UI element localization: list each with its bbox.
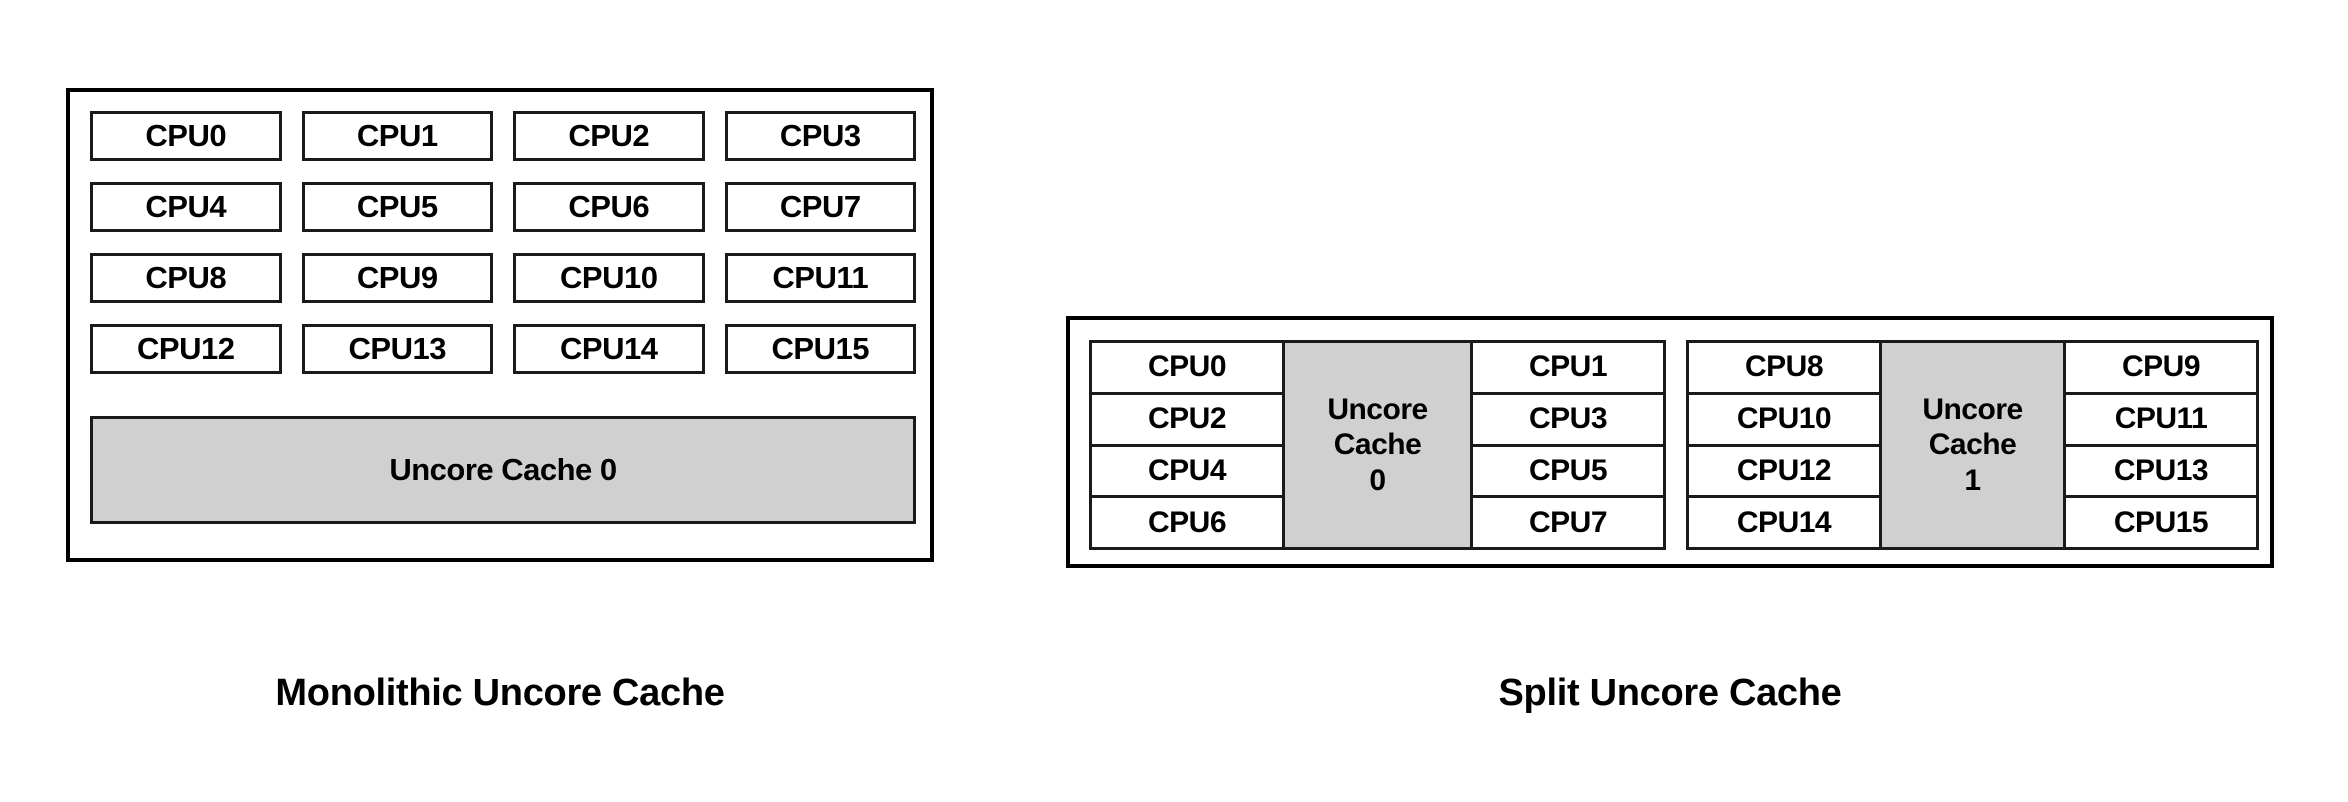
cache-label-line: Uncore <box>1922 392 2023 426</box>
cpu-box: CPU12 <box>1686 443 1882 499</box>
cpu-box: CPU4 <box>1089 443 1285 499</box>
cpu-box: CPU13 <box>2063 443 2259 499</box>
cpu-box: CPU14 <box>1686 495 1882 550</box>
cpu-box: CPU11 <box>724 253 916 303</box>
cpu-box: CPU11 <box>2063 391 2259 447</box>
cpu-column-right: CPU9 CPU11 CPU13 CPU15 <box>2063 340 2259 550</box>
cpu-box: CPU4 <box>90 182 282 232</box>
cpu-column-left: CPU0 CPU2 CPU4 CPU6 <box>1089 340 1285 550</box>
cpu-box: CPU0 <box>90 111 282 161</box>
cpu-box: CPU6 <box>1089 495 1285 550</box>
cpu-box: CPU10 <box>1686 391 1882 447</box>
cpu-box: CPU2 <box>1089 391 1285 447</box>
monolithic-cpu-grid: CPU0 CPU1 CPU2 CPU3 CPU4 CPU5 CPU6 CPU7 … <box>90 111 916 395</box>
cpu-box: CPU5 <box>1470 443 1666 499</box>
cache-label-line: 0 <box>1369 463 1386 497</box>
cpu-box: CPU1 <box>1470 340 1666 395</box>
cpu-box: CPU0 <box>1089 340 1285 395</box>
cpu-box: CPU9 <box>301 253 493 303</box>
cpu-box: CPU3 <box>1470 391 1666 447</box>
cpu-box: CPU9 <box>2063 340 2259 395</box>
uncore-cache-box: Uncore Cache 0 <box>90 416 916 524</box>
cache-label-line: Cache <box>1333 428 1422 462</box>
cache-label-line: Uncore <box>1327 392 1428 426</box>
monolithic-uncore-panel: CPU0 CPU1 CPU2 CPU3 CPU4 CPU5 CPU6 CPU7 … <box>66 88 934 562</box>
cpu-box: CPU1 <box>301 111 493 161</box>
cpu-column-left: CPU8 CPU10 CPU12 CPU14 <box>1686 340 1882 550</box>
cpu-column-right: CPU1 CPU3 CPU5 CPU7 <box>1470 340 1666 550</box>
cpu-box: CPU10 <box>513 253 705 303</box>
split-uncore-panel: CPU0 CPU2 CPU4 CPU6 Uncore Cache 0 CPU1 … <box>1066 316 2274 568</box>
split-caption: Split Uncore Cache <box>1498 672 1842 714</box>
cpu-box: CPU8 <box>1686 340 1882 395</box>
cache-label-line: 1 <box>1964 463 1981 497</box>
cpu-box: CPU13 <box>301 324 493 374</box>
cpu-box: CPU2 <box>513 111 705 161</box>
split-cache-group-1: CPU8 CPU10 CPU12 CPU14 Uncore Cache 1 CP… <box>1686 340 2259 550</box>
split-cache-group-0: CPU0 CPU2 CPU4 CPU6 Uncore Cache 0 CPU1 … <box>1089 340 1666 550</box>
monolithic-caption: Monolithic Uncore Cache <box>275 672 725 714</box>
uncore-cache-box: Uncore Cache 0 <box>1282 340 1473 550</box>
cpu-box: CPU15 <box>2063 495 2259 550</box>
cpu-box: CPU5 <box>301 182 493 232</box>
cpu-box: CPU14 <box>513 324 705 374</box>
cpu-box: CPU12 <box>90 324 282 374</box>
cache-label-line: Cache <box>1928 428 2017 462</box>
uncore-cache-box: Uncore Cache 1 <box>1879 340 2066 550</box>
cpu-box: CPU3 <box>724 111 916 161</box>
cpu-box: CPU7 <box>724 182 916 232</box>
cpu-box: CPU15 <box>724 324 916 374</box>
cpu-box: CPU8 <box>90 253 282 303</box>
cpu-box: CPU6 <box>513 182 705 232</box>
cpu-box: CPU7 <box>1470 495 1666 550</box>
